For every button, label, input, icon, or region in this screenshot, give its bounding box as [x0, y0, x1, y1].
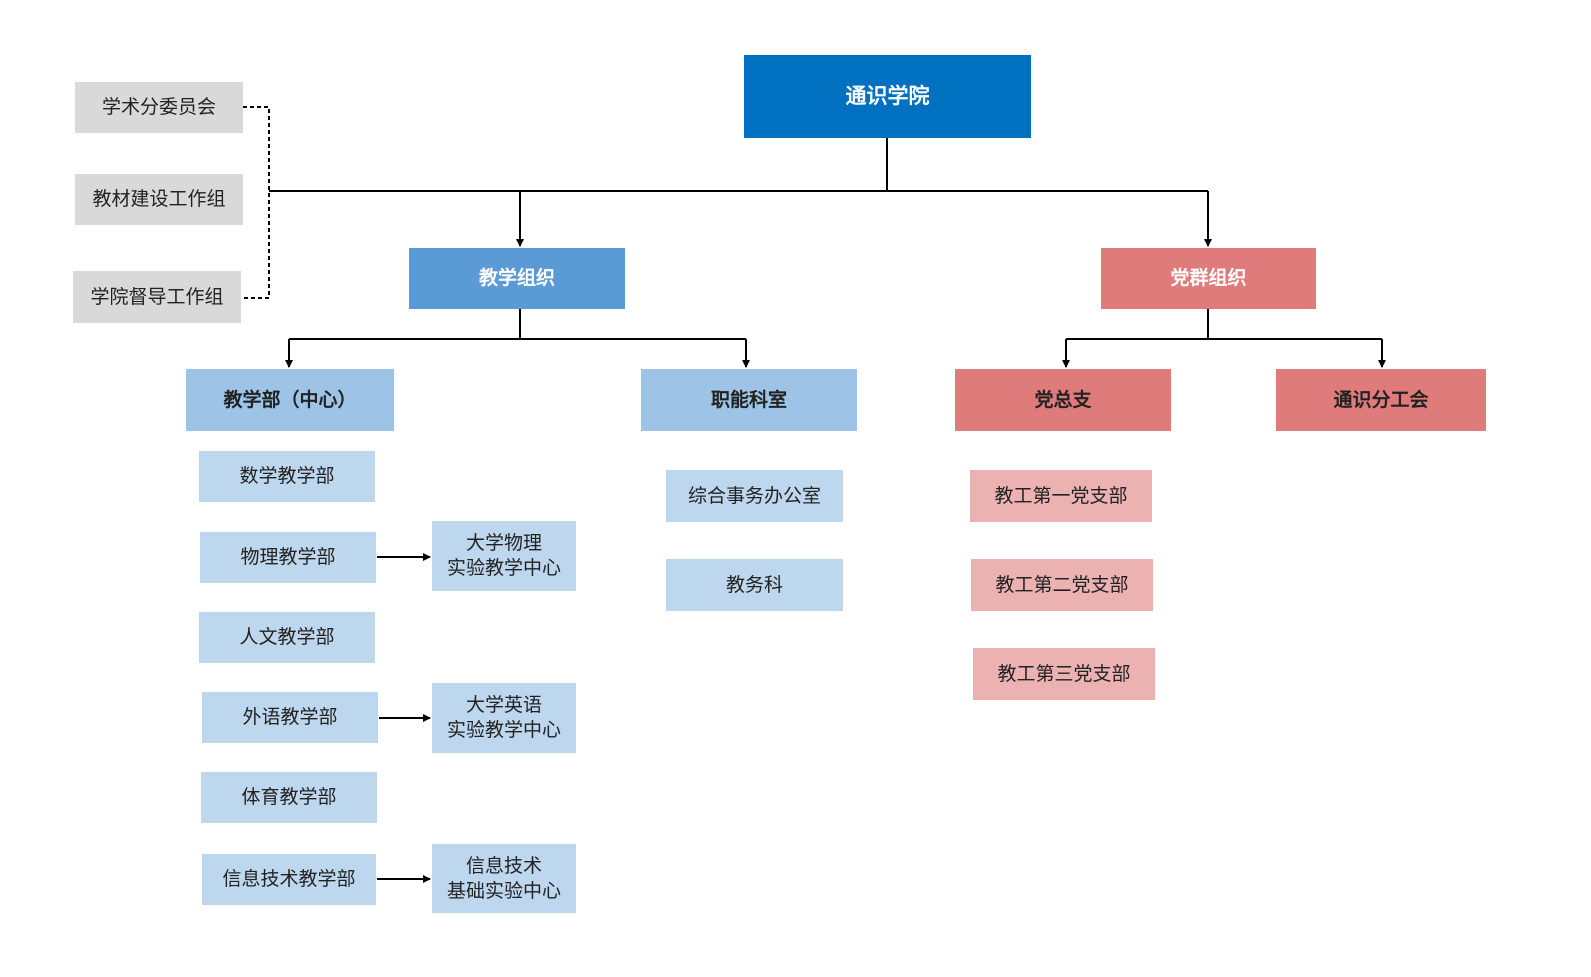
- party-branch-node: 党总支: [955, 369, 1171, 431]
- dept-it: 信息技术教学部: [202, 854, 376, 905]
- committee-dashed-bracket: [243, 106, 270, 299]
- office-general-affairs-label: 综合事务办公室: [687, 484, 821, 507]
- dept-it-label: 信息技术教学部: [222, 868, 356, 890]
- branch-first-label: 教工第一党支部: [994, 484, 1128, 507]
- union-label: 通识分工会: [1333, 388, 1429, 411]
- offices-label: 职能科室: [710, 388, 787, 411]
- office-academic-affairs: 教务科: [666, 559, 843, 611]
- union-node: 通识分工会: [1276, 369, 1486, 431]
- committee-academic: 学术分委员会: [75, 82, 243, 133]
- teaching-org-label: 教学组织: [478, 267, 555, 289]
- committee-supervision-label: 学院督导工作组: [90, 285, 224, 308]
- party-org-label: 党群组织: [1170, 267, 1247, 289]
- branch-second-label: 教工第二党支部: [995, 573, 1129, 596]
- committee-academic-label: 学术分委员会: [101, 96, 216, 118]
- departments-label: 教学部（中心）: [223, 388, 357, 411]
- branch-third-label: 教工第三党支部: [997, 662, 1131, 685]
- center-english-label: 大学英语 实验教学中心: [446, 694, 561, 741]
- dept-math: 数学教学部: [199, 451, 375, 502]
- committee-textbook: 教材建设工作组: [75, 174, 243, 225]
- teaching-org-node: 教学组织: [409, 248, 625, 309]
- office-general-affairs: 综合事务办公室: [666, 470, 843, 522]
- root-label: 通识学院: [845, 84, 930, 108]
- offices-node: 职能科室: [641, 369, 857, 431]
- dept-foreign-language-label: 外语教学部: [242, 706, 338, 728]
- dept-math-label: 数学教学部: [239, 465, 335, 487]
- center-english: 大学英语 实验教学中心: [432, 683, 576, 753]
- committee-textbook-label: 教材建设工作组: [92, 188, 226, 210]
- party-org-node: 党群组织: [1101, 248, 1316, 309]
- dept-physics: 物理教学部: [200, 532, 376, 583]
- dept-pe: 体育教学部: [201, 772, 377, 823]
- branch-second: 教工第二党支部: [971, 559, 1153, 611]
- office-academic-affairs-label: 教务科: [725, 573, 783, 596]
- committee-supervision: 学院督导工作组: [73, 271, 241, 323]
- branch-third: 教工第三党支部: [973, 648, 1155, 700]
- branch-first: 教工第一党支部: [970, 470, 1152, 522]
- center-it: 信息技术 基础实验中心: [432, 844, 576, 913]
- party-branch-label: 党总支: [1034, 388, 1092, 411]
- root-node: 通识学院: [744, 55, 1031, 138]
- dept-humanities: 人文教学部: [199, 612, 375, 663]
- center-it-label: 信息技术 基础实验中心: [446, 854, 561, 902]
- dept-pe-label: 体育教学部: [241, 786, 337, 808]
- center-physics: 大学物理 实验教学中心: [432, 521, 576, 591]
- departments-node: 教学部（中心）: [186, 369, 394, 431]
- dept-foreign-language: 外语教学部: [202, 692, 378, 743]
- dept-physics-label: 物理教学部: [240, 546, 336, 568]
- center-physics-label: 大学物理 实验教学中心: [446, 532, 561, 579]
- dept-humanities-label: 人文教学部: [239, 626, 335, 648]
